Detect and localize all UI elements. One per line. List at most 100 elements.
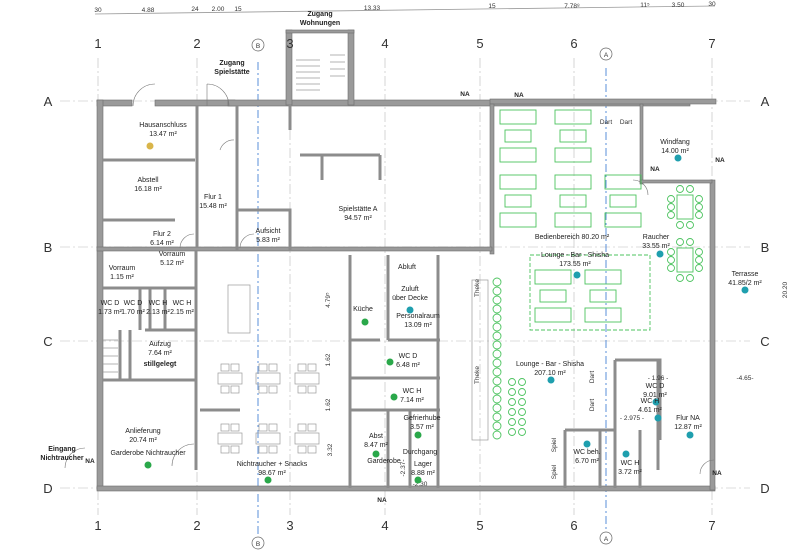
room-name-eingang_nr: Nichtraucher xyxy=(40,455,83,462)
room-area-wch2: 2.15 m² xyxy=(170,309,194,316)
table-set xyxy=(307,423,317,432)
na-marker: NA xyxy=(85,458,95,465)
sofa-table-set xyxy=(492,367,502,377)
room-name-wcd_901: WC D xyxy=(646,383,665,390)
table-set xyxy=(230,445,240,454)
na-marker: NA xyxy=(712,470,722,477)
sofa-table-set xyxy=(518,408,526,416)
room-area-personal: 13.09 m² xyxy=(404,322,432,329)
lounge-zone xyxy=(529,254,651,331)
room-marker-icon xyxy=(144,461,152,469)
sofa-table-set xyxy=(492,295,502,305)
doors xyxy=(64,83,715,475)
room-area-wcbeh: 6.70 m² xyxy=(575,458,599,465)
room-area-lounge1: 173.55 m² xyxy=(559,261,591,268)
sofa-table-set xyxy=(676,238,684,246)
grid-row-label: D xyxy=(43,481,52,496)
room-marker-icon xyxy=(654,414,662,422)
room-name-personal: Personalraum xyxy=(396,313,440,320)
staircase xyxy=(103,54,345,373)
table-set xyxy=(220,445,230,454)
dimension-label: 15 xyxy=(488,3,496,10)
table-set xyxy=(230,423,240,432)
room-area-terrasse: 41.85/2 m² xyxy=(728,280,762,287)
dimension-label: -4.65- xyxy=(737,375,754,382)
dimension-label: 3.50 xyxy=(672,2,685,9)
grid-column-label: 6 xyxy=(570,518,577,533)
table-set xyxy=(220,363,230,372)
sofa-table-set xyxy=(492,403,502,413)
sofa-table-set xyxy=(508,418,516,426)
dimension-label: 30 xyxy=(94,7,102,14)
room-name-wcbeh: WC beh. xyxy=(573,449,600,456)
room-name-zugang_spiel: Spielstätte xyxy=(214,69,250,76)
sofa-table-set xyxy=(686,238,694,246)
grid-column-label: 3 xyxy=(286,518,293,533)
room-name-zugang_wohnungen: Wohnungen xyxy=(300,20,340,27)
room-marker-icon xyxy=(547,376,555,384)
room-marker-icon xyxy=(573,271,581,279)
na-marker: NA xyxy=(650,166,660,173)
section-marker-icon xyxy=(251,536,265,550)
interior-walls xyxy=(102,105,662,488)
dimension-label: -2.37- xyxy=(400,460,407,477)
room-name-zuluft: über Decke xyxy=(392,295,428,302)
room-area-anlieferung: 20.74 m² xyxy=(129,437,157,444)
sofa-table-set xyxy=(492,313,502,323)
dimension-label: -2.30 xyxy=(413,481,428,488)
table-set xyxy=(307,385,317,394)
sofa-table-set xyxy=(559,129,587,143)
room-name-zuluft: Zuluft xyxy=(401,286,419,293)
dimension-label: 30 xyxy=(708,1,716,8)
dimension-label: - 2.975 - xyxy=(620,415,644,422)
sofa-table-set xyxy=(504,194,532,208)
sofa-table-set xyxy=(584,269,622,285)
table-set xyxy=(268,423,278,432)
room-area-raucher: 33.55 m² xyxy=(642,243,670,250)
sofa-table-set xyxy=(534,307,572,323)
room-name-terrasse: Terrasse xyxy=(732,271,759,278)
room-name-abstell: Abstell xyxy=(137,177,158,184)
room-area-aufzug: 7.64 m² xyxy=(148,350,172,357)
sofa-table-set xyxy=(676,194,694,220)
grid-column-label: 1 xyxy=(94,518,101,533)
room-area-spielstaette: 94.57 m² xyxy=(344,215,372,222)
sofa-table-set xyxy=(584,307,622,323)
room-area-wcd2: 1.70 m² xyxy=(121,309,145,316)
room-name-wch_461: WC H xyxy=(641,398,660,405)
room-marker-icon xyxy=(686,431,694,439)
table-set xyxy=(217,432,243,445)
room-name-hausanschluss: Hausanschluss xyxy=(139,122,187,129)
dimension-label: 20.20 xyxy=(782,281,789,298)
table-set xyxy=(258,423,268,432)
spiel-label: Spiel xyxy=(551,437,558,452)
dimension-label: 24 xyxy=(191,6,199,13)
room-name-garderobe_nr: Garderobe Nichtraucher xyxy=(110,450,186,457)
room-name-vorraum1: Vorraum xyxy=(159,251,186,258)
dart-label: Dart xyxy=(600,119,612,126)
sofa-table-set xyxy=(559,194,587,208)
sofa-table-set xyxy=(695,195,703,203)
room-name-vorraum2: Vorraum xyxy=(109,265,136,272)
table-set xyxy=(258,445,268,454)
sofa-table-set xyxy=(667,195,675,203)
sofa-table-set xyxy=(492,394,502,404)
room-area-windfang: 14.00 m² xyxy=(661,148,689,155)
sofa-table-set xyxy=(508,378,516,386)
table-set xyxy=(217,372,243,385)
grid-row-label: D xyxy=(760,481,769,496)
sofa-table-set xyxy=(518,428,526,436)
grid-column-label: 2 xyxy=(193,518,200,533)
room-marker-icon xyxy=(406,306,414,314)
room-area-gefrier: 3.57 m² xyxy=(410,424,434,431)
dimension-label: 7.78⁸ xyxy=(564,3,580,10)
room-marker-icon xyxy=(372,450,380,458)
room-name-anlieferung: Anlieferung xyxy=(125,428,161,435)
sofa-table-set xyxy=(492,277,502,287)
table-set xyxy=(294,432,320,445)
sofa-table-set xyxy=(554,212,592,228)
lounge-furniture xyxy=(492,109,703,440)
room-name-abluft: Abluft xyxy=(398,264,416,271)
grid-column-label: 7 xyxy=(708,36,715,51)
